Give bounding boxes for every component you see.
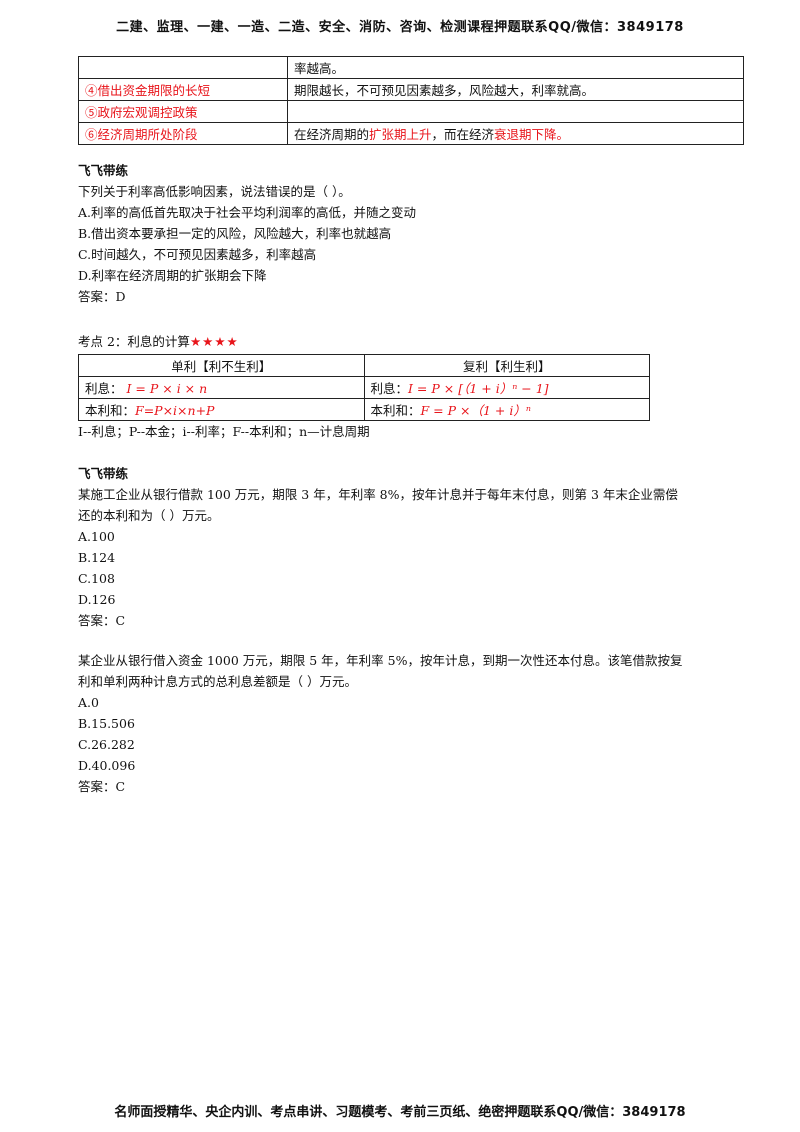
- formula-label: 本利和：: [85, 403, 136, 418]
- table-row: ⑥经济周期所处阶段 在经济周期的扩张期上升，而在经济衰退期下降。: [78, 122, 744, 145]
- rate-factors-table: 率越高。 ④借出资金期限的长短 期限越长，不可预见因素越多，风险越大，利率就高。…: [78, 56, 744, 145]
- page-footer: 名师面授精华、央企内训、考点串讲、习题模考、考前三页纸、绝密押题联系QQ/微信：…: [114, 1105, 686, 1120]
- answer-text: 答案：D: [78, 289, 126, 304]
- answer-text: 答案：C: [78, 613, 126, 628]
- option-b: B.124: [78, 550, 116, 565]
- star-rating-icon: ★★★★: [189, 334, 239, 349]
- table-row: 单利【利不生利】 复利【利生利】: [78, 354, 650, 377]
- table-cell: 本利和：F=P×i×n+P: [78, 398, 365, 421]
- page-header: 二建、监理、一建、一造、二造、安全、消防、咨询、检测课程押题联系QQ/微信：38…: [116, 20, 684, 35]
- factor-label: ⑤政府宏观调控政策: [78, 100, 288, 123]
- option-a: A.0: [78, 695, 99, 710]
- option-c: C.26.282: [78, 737, 135, 752]
- factor-description: 在经济周期的扩张期上升，而在经济衰退期下降。: [287, 122, 744, 145]
- simple-interest-header: 单利【利不生利】: [78, 354, 365, 377]
- factor-label: ⑥经济周期所处阶段: [78, 122, 288, 145]
- table-row: ⑤政府宏观调控政策: [78, 100, 744, 123]
- practice-section-1: 飞飞带练 下列关于利率高低影响因素，说法错误的是（ ）。 A.利率的高低首先取决…: [78, 160, 416, 307]
- factor-description: 期限越长，不可预见因素越多，风险越大，利率就高。: [287, 78, 744, 101]
- formula-label: 利息：: [370, 381, 409, 396]
- table-row: ④借出资金期限的长短 期限越长，不可预见因素越多，风险越大，利率就高。: [78, 78, 744, 101]
- compound-interest-header: 复利【利生利】: [363, 354, 650, 377]
- interest-formula-table: 单利【利不生利】 复利【利生利】 利息： I = P × i × n 利息：I …: [78, 354, 650, 421]
- variable-legend: I--利息；P--本金；i--利率；F--本利和；n—计息周期: [78, 424, 370, 439]
- factor-description: [287, 100, 744, 123]
- option-d: D.126: [78, 592, 116, 607]
- option-b: B.借出资本要承担一定的风险，风险越大，利率也就越高: [78, 226, 392, 241]
- option-a: A.利率的高低首先取决于社会平均利润率的高低，并随之变动: [78, 205, 417, 220]
- question-text: 利和单利两种计息方式的总利息差额是（ ）万元。: [78, 674, 357, 689]
- formula: F = P ×（1 + i）ⁿ: [420, 403, 531, 418]
- section-title: 飞飞带练: [78, 466, 129, 481]
- table-row: 利息： I = P × i × n 利息：I = P × [（1 + i）ⁿ −…: [78, 376, 650, 399]
- table-cell: 利息： I = P × i × n: [78, 376, 365, 399]
- table-row: 率越高。: [78, 56, 744, 79]
- question-text: 还的本利和为（ ）万元。: [78, 508, 220, 523]
- practice-section-3: 某企业从银行借入资金 1000 万元，期限 5 年，年利率 5%，按年计息，到期…: [78, 650, 682, 797]
- question-text: 下列关于利率高低影响因素，说法错误的是（ ）。: [78, 184, 351, 199]
- section-title: 飞飞带练: [78, 163, 129, 178]
- option-d: D.40.096: [78, 758, 136, 773]
- highlight-segment: 衰退期下降。: [494, 127, 570, 142]
- factor-label: ④借出资金期限的长短: [78, 78, 288, 101]
- formula-label: 本利和：: [370, 403, 421, 418]
- topic-heading: 考点 2：利息的计算★★★★: [78, 331, 239, 352]
- option-c: C.时间越久，不可预见因素越多，利率越高: [78, 247, 317, 262]
- question-text: 某企业从银行借入资金 1000 万元，期限 5 年，年利率 5%，按年计息，到期…: [78, 653, 683, 668]
- option-b: B.15.506: [78, 716, 135, 731]
- table-cell: 率越高。: [287, 56, 744, 79]
- table-cell: [78, 56, 288, 79]
- option-a: A.100: [78, 529, 115, 544]
- formula-label: 利息：: [85, 381, 123, 396]
- formula: I = P × i × n: [126, 381, 208, 396]
- option-d: D.利率在经济周期的扩张期会下降: [78, 268, 267, 283]
- table-cell: 本利和：F = P ×（1 + i）ⁿ: [363, 398, 650, 421]
- text-segment: 在经济周期的: [294, 127, 370, 142]
- answer-text: 答案：C: [78, 779, 126, 794]
- table-cell: 利息：I = P × [（1 + i）ⁿ − 1]: [363, 376, 650, 399]
- option-c: C.108: [78, 571, 115, 586]
- table-row: 本利和：F=P×i×n+P 本利和：F = P ×（1 + i）ⁿ: [78, 398, 650, 421]
- formula: F=P×i×n+P: [135, 403, 215, 418]
- text-segment: ，而在经济: [431, 127, 495, 142]
- practice-section-2: 飞飞带练 某施工企业从银行借款 100 万元，期限 3 年，年利率 8%，按年计…: [78, 463, 678, 631]
- topic-label: 考点 2：利息的计算: [78, 334, 190, 349]
- highlight-segment: 扩张期上升: [369, 127, 432, 142]
- question-text: 某施工企业从银行借款 100 万元，期限 3 年，年利率 8%，按年计息并于每年…: [78, 487, 678, 502]
- formula: I = P × [（1 + i）ⁿ − 1]: [408, 381, 549, 396]
